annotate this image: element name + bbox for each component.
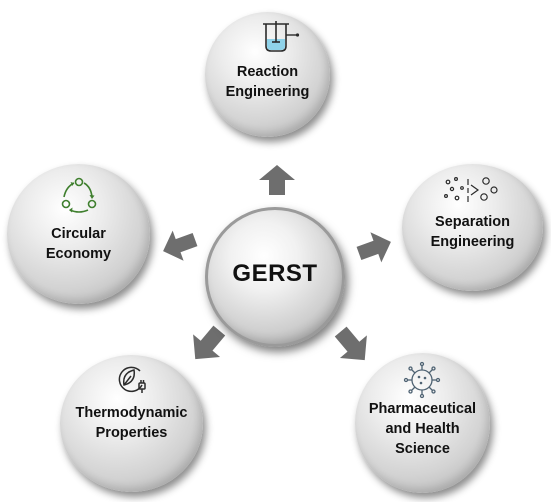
- recycle-cycle-icon: [61, 177, 97, 213]
- node-label: Separation Engineering: [430, 214, 515, 250]
- virus-icon: [403, 361, 441, 399]
- node-circular-economy: Circular Economy: [7, 164, 150, 304]
- node-label: Circular Economy: [45, 226, 112, 262]
- reactor-vessel-icon: [263, 21, 300, 52]
- node-pharmaceutical-health-science: Pharmaceutical and Health Science: [355, 353, 490, 493]
- arrow-down-right: [334, 326, 367, 361]
- node-label: Thermodynamic Properties: [75, 405, 188, 441]
- center-node: GERST: [205, 207, 345, 347]
- node-thermodynamic-properties: Thermodynamic Properties: [60, 355, 203, 492]
- separation-particles-icon: [443, 177, 498, 202]
- arrow-right: [356, 232, 391, 263]
- arrow-left: [163, 230, 198, 261]
- node-label: Reaction Engineering: [225, 64, 310, 100]
- center-label: GERST: [232, 260, 318, 287]
- node-separation-engineering: Separation Engineering: [402, 164, 543, 291]
- node-label: Pharmaceutical and Health Science: [368, 401, 477, 457]
- arrow-up: [259, 165, 295, 195]
- node-reaction-engineering: Reaction Engineering: [205, 12, 330, 137]
- leaf-plug-icon: [118, 366, 146, 393]
- arrow-down-left: [193, 325, 226, 360]
